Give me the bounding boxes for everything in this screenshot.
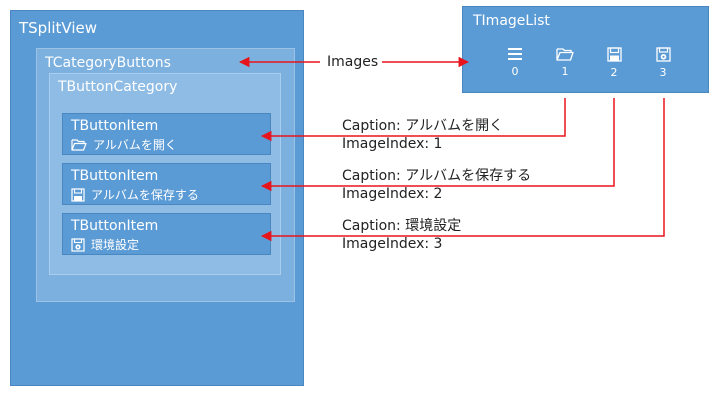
image-list-title: TImageList xyxy=(473,13,550,29)
button-item-caption-row: 環境設定 xyxy=(71,236,139,253)
folder-open-icon xyxy=(556,48,574,61)
arrow-image1-to-item-0 xyxy=(260,98,566,142)
split-view-title: TSplitView xyxy=(19,19,98,37)
button-category-title: TButtonCategory xyxy=(58,79,178,95)
annotation-image-index: ImageIndex: 3 xyxy=(342,236,443,252)
button-item-save-album[interactable]: TButtonItem アルバムを保存する xyxy=(62,163,271,205)
arrow-image3-to-item-2 xyxy=(260,98,665,242)
button-item-preferences[interactable]: TButtonItem 環境設定 xyxy=(62,213,271,255)
button-item-title: TButtonItem xyxy=(71,168,159,184)
button-item-caption: 環境設定 xyxy=(91,238,140,252)
image-index: 2 xyxy=(610,66,618,79)
save-icon xyxy=(71,187,85,202)
category-buttons-title: TCategoryButtons xyxy=(45,55,171,71)
annotation-item-0: Caption: アルバムを開く ImageIndex: 1 xyxy=(342,117,503,153)
image-index: 0 xyxy=(511,65,519,78)
annotation-caption: Caption: 環境設定 xyxy=(342,218,462,234)
button-category: TButtonCategory TButtonItem アルバムを開く TBut… xyxy=(49,73,281,275)
button-item-title: TButtonItem xyxy=(71,118,159,134)
annotation-image-index: ImageIndex: 1 xyxy=(342,136,443,152)
arrow-image2-to-item-1 xyxy=(260,98,615,192)
image-slot-0: 0 xyxy=(502,47,528,78)
annotation-caption: Caption: アルバムを開く xyxy=(342,118,504,134)
annotation-item-2: Caption: 環境設定 ImageIndex: 3 xyxy=(342,217,461,253)
save-icon xyxy=(606,47,622,62)
image-slot-3: 3 xyxy=(650,47,676,79)
button-item-caption: アルバムを保存する xyxy=(91,188,199,202)
annotation-item-1: Caption: アルバムを保存する ImageIndex: 2 xyxy=(342,167,531,203)
image-slot-2: 2 xyxy=(601,47,627,79)
hamburger-menu-icon xyxy=(508,48,522,60)
images-label: Images xyxy=(327,54,379,70)
settings-save-icon xyxy=(71,237,85,252)
annotation-caption: Caption: アルバムを保存する xyxy=(342,168,532,184)
settings-save-icon xyxy=(655,47,671,62)
button-item-caption-row: アルバムを開く xyxy=(71,136,177,153)
split-view: TSplitView TCategoryButtons TButtonCateg… xyxy=(10,10,304,386)
button-item-caption-row: アルバムを保存する xyxy=(71,186,199,203)
image-list: TImageList 0 1 2 3 xyxy=(462,6,709,93)
category-buttons: TCategoryButtons TButtonCategory TButton… xyxy=(36,48,295,302)
folder-open-icon xyxy=(71,139,87,151)
image-slot-1: 1 xyxy=(552,47,578,78)
button-item-caption: アルバムを開く xyxy=(93,138,177,152)
image-index: 1 xyxy=(561,65,569,78)
annotation-image-index: ImageIndex: 2 xyxy=(342,186,443,202)
button-item-title: TButtonItem xyxy=(71,218,159,234)
button-item-open-album[interactable]: TButtonItem アルバムを開く xyxy=(62,113,271,155)
image-index: 3 xyxy=(659,66,667,79)
